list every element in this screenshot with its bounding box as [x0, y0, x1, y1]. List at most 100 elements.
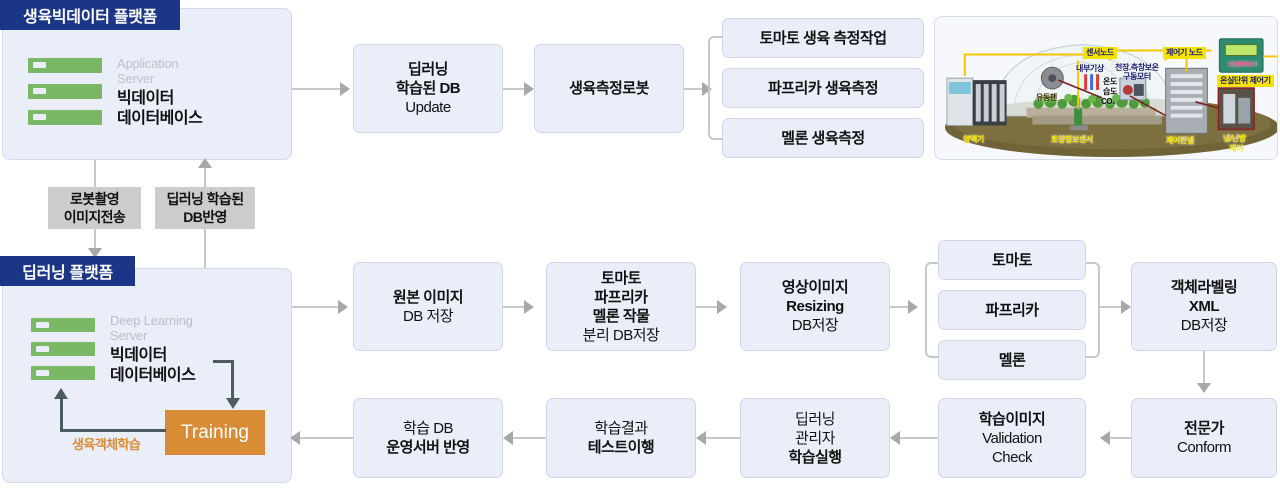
- box-training-db-deploy-line1: 학습 DB: [402, 420, 454, 437]
- conn-mid1-to-mid2: [503, 306, 529, 308]
- conn-branch-to-labeling-arrow: [1121, 300, 1131, 314]
- panel-bigdata-platform-title: 생육빅데이터 플랫폼: [23, 9, 157, 26]
- box-deeplearning-db-update-line2: 학습된 DB: [395, 80, 461, 97]
- box-deeplearning-admin-execute-line2: 관리자: [795, 429, 835, 447]
- box-training-image-validation-line2: Validation: [982, 429, 1042, 447]
- greenhouse-illustration: 센서노드 제어기 노드 온실단위 제어기 내부기상 천장.측창보온 구동모터 온…: [934, 16, 1278, 160]
- dl-server-sub-2: Server: [110, 328, 148, 343]
- box-expert-conform-line1: 전문가: [1184, 420, 1224, 437]
- greenhouse-label-nutrient-supply: 양액기: [963, 135, 984, 144]
- box-object-labeling-xml-line2: XML: [1188, 298, 1220, 315]
- box-crop-tomato[interactable]: 토마토: [938, 240, 1086, 280]
- conn-execute-to-test: [701, 437, 740, 439]
- conn-panel-to-top1: [292, 88, 340, 90]
- conn-top1-to-top2: [503, 88, 529, 90]
- training-in-arrowhead: [226, 398, 240, 409]
- conn-mid2-to-mid3: [696, 306, 722, 308]
- box-deeplearning-admin-execute[interactable]: 딥러닝 관리자 학습실행: [740, 398, 890, 478]
- mid-branch-bracket-left: [925, 262, 939, 358]
- box-expert-conform-line2: Conform: [1176, 439, 1232, 456]
- box-melon-growth-measure[interactable]: 멜론 생육측정: [722, 118, 924, 158]
- greenhouse-label-hvac-line1: 냉/난방: [1223, 134, 1246, 143]
- box-tomato-growth-measure-task[interactable]: 토마토 생육 측정작업: [722, 18, 924, 58]
- box-growth-measure-robot[interactable]: 생육측정로봇: [534, 44, 684, 133]
- conn-validation-to-execute-arrow: [890, 431, 900, 445]
- link-tag-robot-image-line2: 이미지전송: [63, 209, 126, 225]
- top-branch-bracket: [708, 36, 722, 140]
- greenhouse-label-circulation-fan: 유동팬: [1036, 93, 1057, 102]
- greenhouse-label-device-caption: 복합환경제어기: [1228, 62, 1258, 68]
- link-tag-db-reflect: 딥러닝 학습된 DB반영: [155, 187, 255, 229]
- box-crop-separated-db-line1: 토마토: [601, 269, 641, 287]
- greenhouse-label-roof-motor-line2: 구동모터: [1123, 72, 1151, 81]
- conn-labeling-to-expert: [1203, 351, 1205, 385]
- box-deeplearning-db-update-line3: Update: [405, 99, 451, 116]
- training-loop-arrowhead: [54, 388, 68, 399]
- box-crop-melon[interactable]: 멜론: [938, 340, 1086, 380]
- greenhouse-label-hvac-line2: 제어: [1229, 144, 1243, 153]
- box-training-image-validation[interactable]: 학습이미지 Validation Check: [938, 398, 1086, 478]
- conn-top2-to-branch-arrow: [702, 82, 712, 96]
- training-loop-line-h: [60, 429, 166, 432]
- conn-top1-to-top2-arrow: [524, 82, 534, 96]
- conn-mid2-to-mid3-arrow: [717, 300, 727, 314]
- dl-server-title-1: 빅데이터: [110, 347, 167, 364]
- box-deeplearning-db-update[interactable]: 딥러닝 학습된 DB Update: [353, 44, 503, 133]
- conn-branch-to-labeling: [1100, 306, 1126, 308]
- box-training-db-deploy[interactable]: 학습 DB 운영서버 반영: [353, 398, 503, 478]
- box-crop-separated-db-line4: 분리 DB저장: [582, 326, 660, 344]
- panel-deeplearning-platform-header: 딥러닝 플랫폼: [0, 256, 135, 286]
- conn-mid1-to-mid2-arrow: [524, 300, 534, 314]
- link-up-arrowhead: [198, 158, 212, 168]
- box-crop-separated-db[interactable]: 토마토 파프리카 멜론 작물 분리 DB저장: [546, 262, 696, 351]
- greenhouse-label-humidity: 습도: [1103, 87, 1117, 96]
- conn-expert-to-validation-arrow: [1100, 431, 1110, 445]
- box-crop-paprika[interactable]: 파프리카: [938, 290, 1086, 330]
- box-training-image-validation-line3: Check: [991, 448, 1033, 466]
- box-training-db-deploy-line2: 운영서버 반영: [386, 439, 470, 456]
- box-object-labeling-xml-line1: 객체라벨링: [1170, 279, 1238, 296]
- bigdata-server-sub-1: Application: [117, 56, 179, 71]
- box-image-resizing-db[interactable]: 영상이미지 Resizing DB저장: [740, 262, 890, 351]
- deeplearning-server-text: Deep Learning Server 빅데이터 데이터베이스: [110, 313, 196, 386]
- mid-branch-bracket-right: [1086, 262, 1100, 358]
- training-loop-line-v: [60, 398, 63, 431]
- greenhouse-label-control-panel: 제어판넬: [1166, 136, 1194, 145]
- conn-dlpanel-to-mid1: [292, 306, 338, 308]
- training-loop-label: 생육객체학습: [72, 437, 141, 452]
- bigdata-server-sub-2: Server: [117, 71, 155, 86]
- training-label: Training: [181, 421, 249, 443]
- box-object-labeling-xml[interactable]: 객체라벨링 XML DB저장: [1131, 262, 1277, 351]
- greenhouse-label-soil-sensor: 토양정보센서: [1051, 135, 1093, 144]
- box-deeplearning-admin-execute-line1: 딥러닝: [795, 410, 835, 428]
- box-crop-melon-label: 멜론: [998, 351, 1026, 369]
- box-expert-conform[interactable]: 전문가 Conform: [1131, 398, 1277, 478]
- server-rack-icon-deeplearning: [31, 318, 95, 380]
- conn-dlpanel-to-mid1-arrow: [338, 300, 348, 314]
- server-rack-icon-bigdata: [28, 58, 102, 125]
- greenhouse-label-temp: 온도: [1103, 77, 1117, 86]
- link-tag-db-reflect-line2: DB반영: [183, 209, 227, 225]
- bigdata-server-text: Application Server 빅데이터 데이터베이스: [117, 56, 203, 129]
- link-tag-db-reflect-line1: 딥러닝 학습된: [166, 191, 245, 207]
- box-training-result-test[interactable]: 학습결과 테스트이행: [546, 398, 696, 478]
- link-tag-robot-image: 로봇촬영 이미지전송: [48, 187, 141, 229]
- conn-execute-to-test-arrow: [696, 431, 706, 445]
- box-paprika-growth-measure[interactable]: 파프리카 생육측정: [722, 68, 924, 108]
- box-crop-paprika-label: 파프리카: [985, 301, 1039, 319]
- box-original-image-db[interactable]: 원본 이미지 DB 저장: [353, 262, 503, 351]
- box-training-image-validation-line1: 학습이미지: [978, 410, 1046, 428]
- training-in-line-h: [213, 360, 234, 363]
- greenhouse-label-sensor-node: 센서노드: [1083, 47, 1117, 59]
- dl-server-sub-1: Deep Learning: [110, 313, 193, 328]
- box-original-image-db-line1: 원본 이미지: [392, 288, 464, 306]
- conn-mid3-to-branch-arrow: [908, 300, 918, 314]
- box-deeplearning-db-update-line1: 딥러닝: [408, 61, 448, 78]
- training-box[interactable]: Training: [165, 410, 265, 455]
- box-training-result-test-line2: 테스트이행: [587, 439, 655, 456]
- training-in-line-v: [231, 360, 234, 398]
- greenhouse-label-roof-motor-line1: 천장.측창보온: [1115, 63, 1159, 72]
- link-tag-robot-image-line1: 로봇촬영: [69, 191, 120, 207]
- box-paprika-growth-measure-label: 파프리카 생육측정: [767, 79, 879, 97]
